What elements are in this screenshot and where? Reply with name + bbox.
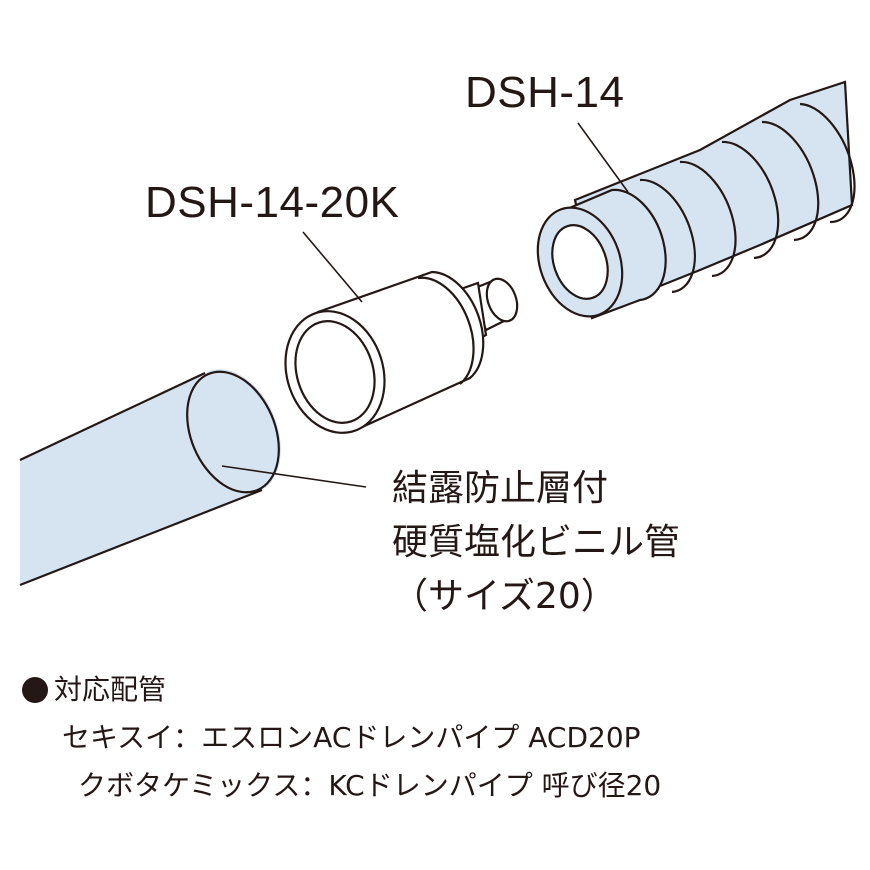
adapter-label: DSH-14-20K xyxy=(145,178,400,227)
compatible-pipes-heading: 対応配管 xyxy=(22,666,661,714)
leader-line-adapter xyxy=(302,231,363,303)
leader-line-drain-hose xyxy=(577,122,629,193)
adapter-fitting xyxy=(284,270,519,434)
compatible-pipe-item: セキスイ：エスロンACドレンパイプ ACD20P xyxy=(62,721,641,754)
drain-hose xyxy=(536,80,856,320)
leader-lines xyxy=(221,122,629,488)
pipe-description-line-1: 結露防止層付 xyxy=(392,468,609,509)
leader-line-pipe xyxy=(221,465,367,488)
pipe-description-line-2: 硬質塩化ビニル管 xyxy=(392,522,681,563)
compatible-pipe-item: クボタケミックス：KCドレンパイプ 呼び径20 xyxy=(78,769,662,802)
pvc-pipe xyxy=(19,369,281,587)
pipe-description-line-3: （サイズ20） xyxy=(392,576,617,617)
compatible-pipes: 対応配管 セキスイ：エスロンACドレンパイプ ACD20P クボタケミックス：K… xyxy=(22,666,661,810)
drain-hose-label: DSH-14 xyxy=(465,68,625,117)
bullet-icon xyxy=(22,677,48,703)
compatible-pipes-heading-text: 対応配管 xyxy=(54,673,167,706)
pipe-description: 結露防止層付 硬質塩化ビニル管 （サイズ20） xyxy=(392,462,680,624)
